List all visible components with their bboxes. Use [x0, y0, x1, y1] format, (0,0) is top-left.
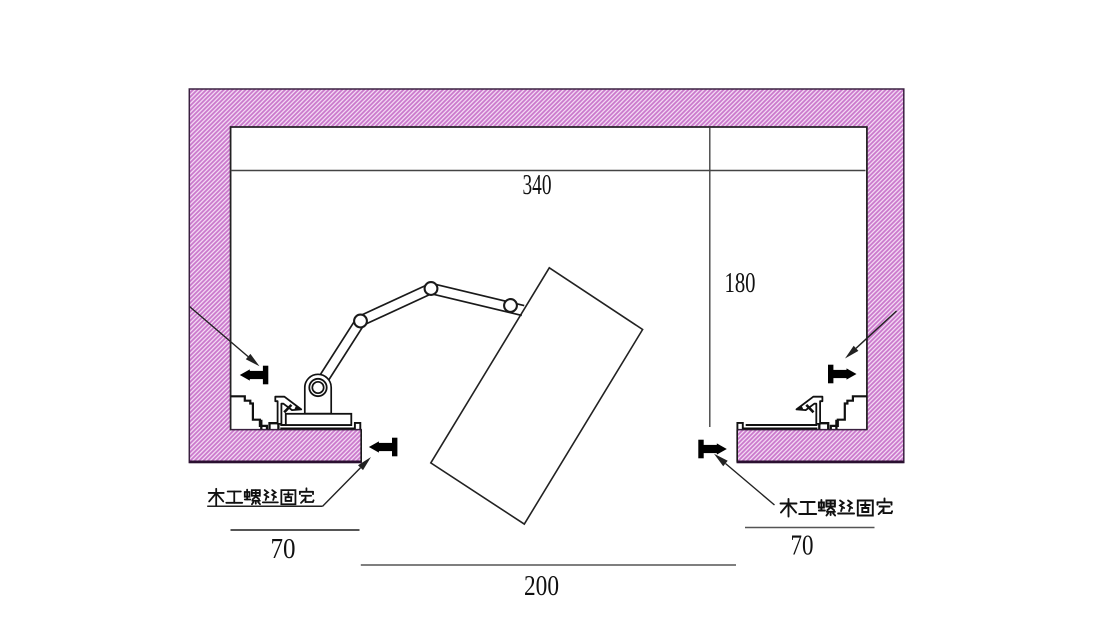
svg-text:180: 180 — [725, 268, 756, 299]
svg-text:340: 340 — [523, 170, 552, 201]
svg-text:70: 70 — [791, 531, 814, 562]
svg-text:70: 70 — [271, 534, 296, 565]
svg-text:200: 200 — [524, 571, 559, 602]
